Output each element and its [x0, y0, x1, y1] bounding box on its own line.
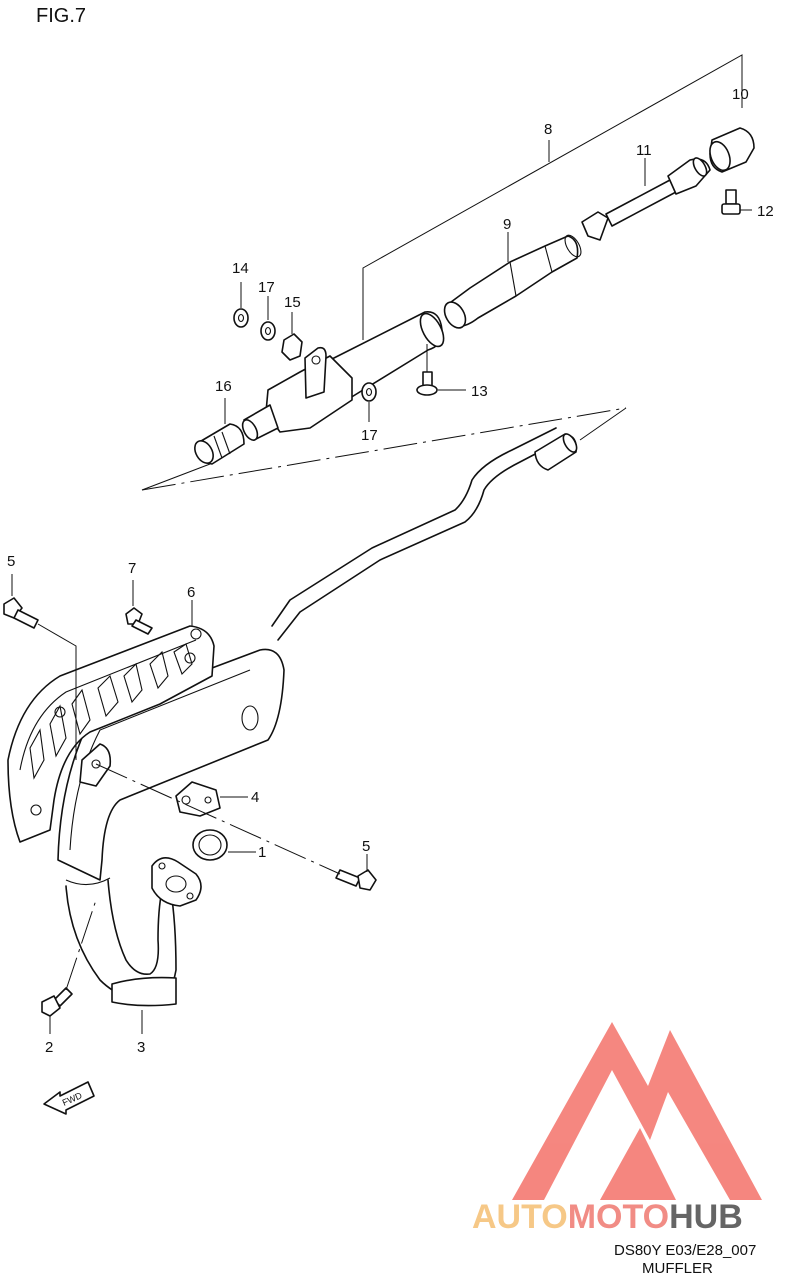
bolt-5-upper [3, 597, 39, 629]
callout-4: 4 [251, 789, 259, 806]
callout-17-upper: 17 [258, 279, 275, 296]
leader-8-bracket [362, 54, 743, 340]
callout-16: 16 [215, 378, 232, 395]
callout-10: 10 [732, 86, 749, 103]
model-code: DS80Y E03/E28_007 [614, 1242, 756, 1259]
gasket-1 [192, 829, 228, 861]
callout-7: 7 [128, 560, 136, 577]
callout-5-upper: 5 [7, 553, 15, 570]
assembly-line-left [141, 463, 211, 491]
fwd-arrow: FWD [43, 1081, 95, 1115]
assembly-line-right [579, 407, 627, 441]
bracket-4 [175, 781, 221, 817]
callout-11: 11 [636, 142, 652, 159]
axis-5-upper [37, 623, 77, 760]
silencer-assembly [194, 54, 755, 465]
automotohub-watermark: AUTOMOTOHUB [472, 1022, 762, 1236]
spacer-15 [281, 333, 303, 361]
inner-pipe [443, 234, 582, 329]
axis-2 [65, 899, 97, 991]
callout-14: 14 [232, 260, 249, 277]
washer-14 [233, 308, 249, 328]
watermark-auto: AUTO [472, 1198, 568, 1236]
bolt-2 [41, 987, 73, 1017]
callout-15: 15 [284, 294, 301, 311]
callout-8: 8 [544, 121, 552, 138]
heat-shield [7, 625, 215, 843]
svg-text:AUTOMOTOHUB: AUTOMOTOHUB [472, 1198, 743, 1236]
silencer-body [241, 311, 445, 441]
callout-2: 2 [45, 1039, 53, 1056]
callout-labels: 1 2 3 4 5 5 6 7 8 9 10 11 12 13 14 15 16… [7, 86, 774, 1056]
section-title: MUFFLER [642, 1260, 713, 1277]
watermark-hub: HUB [669, 1198, 743, 1236]
expansion-chamber [7, 427, 578, 1007]
assembly-line-axis [141, 407, 627, 491]
end-cap [709, 127, 755, 173]
callout-12: 12 [757, 203, 774, 220]
watermark-moto: MOTO [568, 1198, 669, 1236]
callout-1: 1 [258, 844, 266, 861]
bolt-12 [721, 189, 741, 215]
watermark-logo-icon [512, 1022, 762, 1200]
grommet-16 [194, 423, 245, 465]
bolt-5-lower [335, 869, 377, 891]
callout-3: 3 [137, 1039, 145, 1056]
axis-5-lower [95, 763, 341, 875]
callout-5-lower: 5 [362, 838, 370, 855]
washer-17-upper [260, 321, 276, 341]
spark-arrester [581, 157, 711, 241]
figure-label: FIG.7 [36, 5, 86, 27]
callout-9: 9 [503, 216, 511, 233]
bolt-7 [125, 607, 153, 635]
callout-6: 6 [187, 584, 195, 601]
bolt-13 [416, 371, 438, 396]
callout-13: 13 [471, 383, 488, 400]
callout-17-lower: 17 [361, 427, 378, 444]
washer-17-lower [361, 382, 377, 402]
